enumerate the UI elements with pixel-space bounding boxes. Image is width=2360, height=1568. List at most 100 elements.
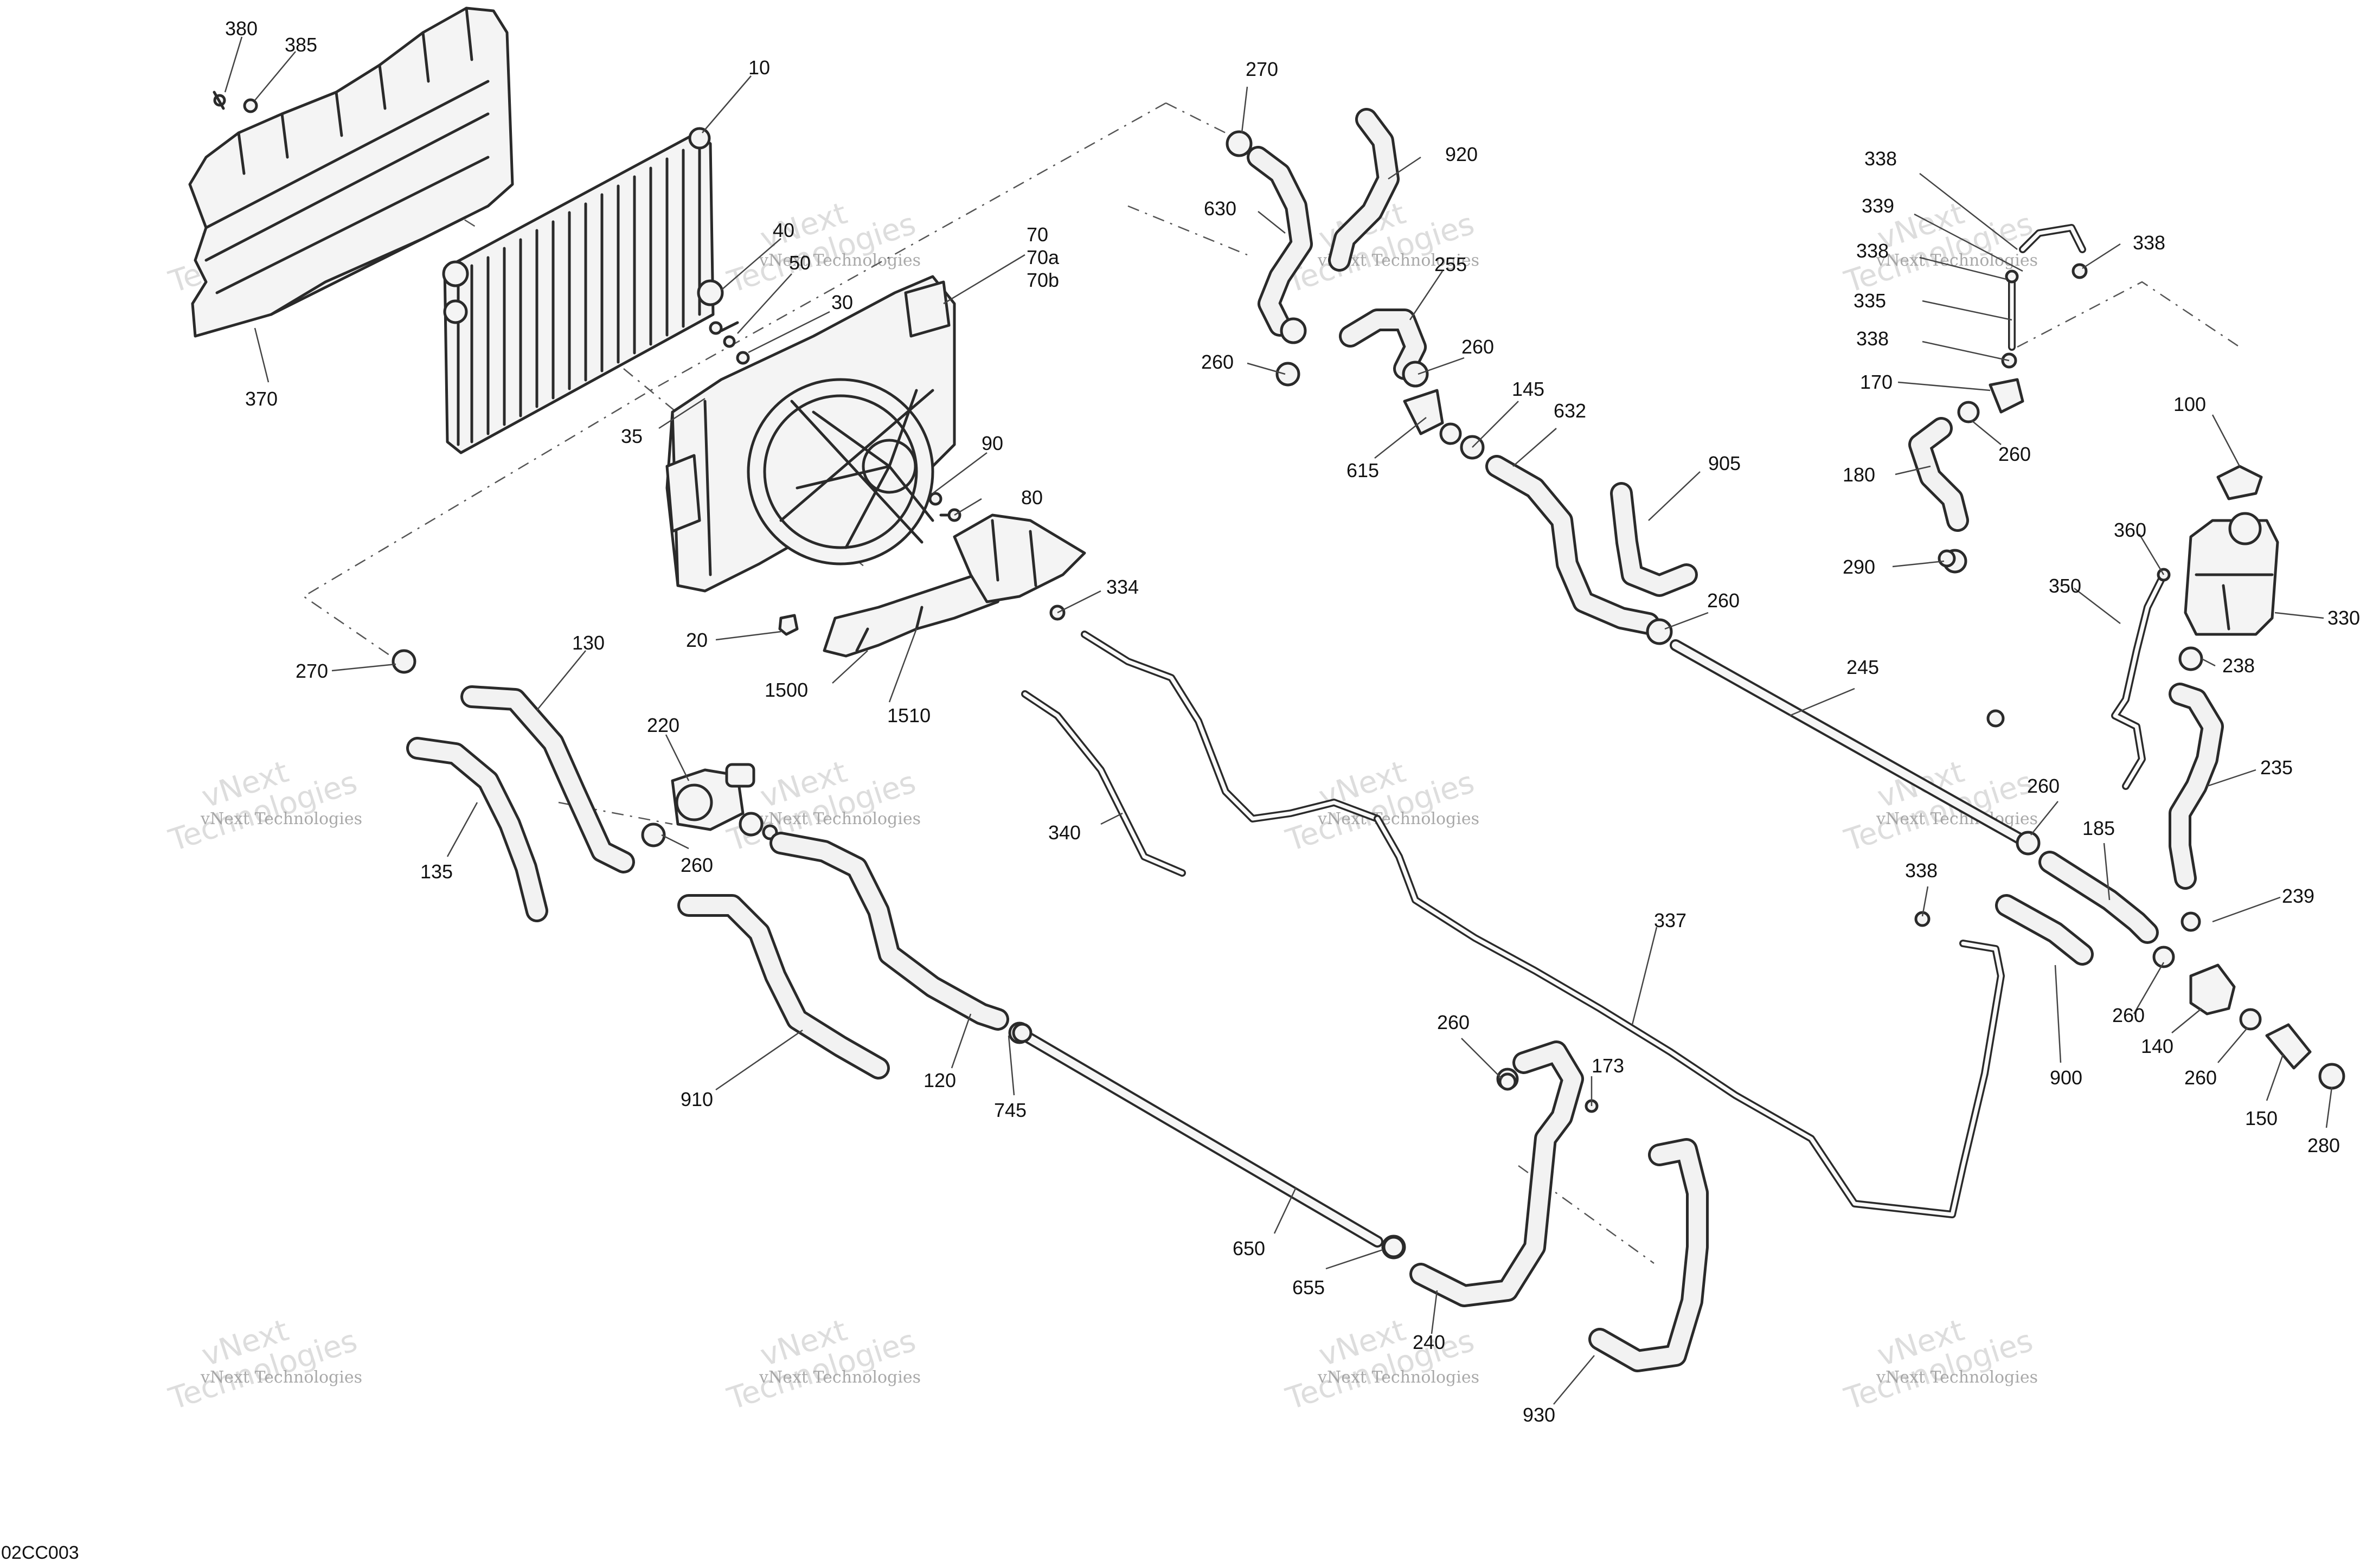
callout-905: 905 — [1708, 452, 1741, 474]
svg-text:vNext Technologies: vNext Technologies — [200, 809, 362, 828]
callout-632: 632 — [1554, 400, 1586, 422]
callout-180: 180 — [1843, 464, 1875, 486]
pipe-245 — [1670, 639, 2041, 856]
callout-173: 173 — [1592, 1055, 1624, 1077]
callout-339: 339 — [1862, 195, 1894, 217]
callout-255: 255 — [1434, 253, 1467, 275]
callout-90: 90 — [982, 432, 1003, 454]
watermark-12: vNext Technologies vNext Technologies — [1840, 1313, 2038, 1417]
svg-text:vNext Technologies: vNext Technologies — [1876, 1368, 2038, 1387]
callout-40: 40 — [773, 219, 794, 241]
tube-337 — [1374, 815, 2005, 1218]
callout-260-f: 260 — [2112, 1004, 2145, 1026]
hose-135 — [406, 737, 548, 922]
tube-340 — [1021, 690, 1186, 877]
callout-338-e: 338 — [1905, 859, 1938, 882]
callout-745: 745 — [994, 1099, 1027, 1121]
callout-70: 70 — [1027, 223, 1048, 246]
hose-150 — [2265, 1023, 2345, 1090]
radiator-core — [442, 127, 724, 454]
callout-70a: 70a — [1027, 246, 1060, 268]
callout-340: 340 — [1048, 821, 1081, 844]
callout-260-h: 260 — [681, 854, 713, 876]
fan-assembly — [665, 275, 956, 593]
callout-270-left: 270 — [296, 660, 328, 682]
callout-245: 245 — [1846, 656, 1879, 678]
callout-170: 170 — [1860, 371, 1893, 393]
bracket-1500 — [823, 573, 1010, 658]
callout-80: 80 — [1021, 486, 1043, 509]
callout-1500: 1500 — [765, 679, 808, 701]
svg-text:vNext Technologies: vNext Technologies — [1876, 809, 2038, 828]
hose-900 — [1995, 894, 2094, 966]
watermark-5: vNext Technologies vNext Technologies — [164, 754, 362, 859]
callout-238: 238 — [2222, 654, 2255, 677]
tube-350 — [2111, 568, 2171, 790]
hose-910 — [677, 894, 890, 1079]
callout-290: 290 — [1843, 556, 1875, 578]
svg-text:vNext Technologies: vNext Technologies — [1317, 809, 1479, 828]
hose-930 — [1588, 1138, 1709, 1372]
callout-650: 650 — [1233, 1237, 1265, 1259]
callout-385: 385 — [285, 34, 317, 56]
callout-1510: 1510 — [887, 704, 931, 727]
svg-text:vNext Technologies: vNext Technologies — [759, 809, 921, 828]
watermark-2: vNext Technologies vNext Technologies — [723, 196, 921, 300]
callout-100: 100 — [2173, 393, 2206, 415]
callout-930: 930 — [1523, 1404, 1555, 1426]
callout-20: 20 — [686, 629, 708, 651]
hose-185 — [2038, 851, 2175, 968]
callout-260-c: 260 — [1707, 589, 1740, 612]
callout-239: 239 — [2282, 885, 2314, 907]
callout-260-b: 260 — [1461, 336, 1494, 358]
radiator-shroud — [188, 7, 514, 338]
callout-260-i: 260 — [1437, 1011, 1470, 1033]
svg-text:vNext Technologies: vNext Technologies — [1317, 1368, 1479, 1387]
hose-632 — [1485, 455, 1673, 645]
callout-920: 920 — [1445, 143, 1478, 165]
svg-text:vNext Technologies: vNext Technologies — [759, 251, 921, 270]
callout-900: 900 — [2050, 1066, 2082, 1089]
callout-70b: 70b — [1027, 269, 1059, 291]
callout-655: 655 — [1292, 1276, 1325, 1299]
callout-260-e: 260 — [2027, 775, 2060, 797]
callout-260-g: 260 — [2184, 1066, 2217, 1089]
leader-lines — [224, 36, 2333, 1405]
watermark-10: vNext Technologies vNext Technologies — [723, 1313, 921, 1417]
callout-35: 35 — [621, 425, 643, 447]
watermark-8: vNext Technologies vNext Technologies — [1840, 754, 2038, 859]
callout-630: 630 — [1204, 197, 1236, 220]
fitting-615 — [1403, 389, 1485, 460]
watermark-9: vNext Technologies vNext Technologies — [164, 1313, 362, 1417]
callout-615: 615 — [1346, 459, 1379, 481]
pipe-650 — [1008, 1021, 1406, 1259]
callout-270-top: 270 — [1246, 58, 1278, 80]
reservoir-330 — [2178, 465, 2279, 671]
callout-338-b: 338 — [2133, 232, 2165, 254]
hose-905 — [1610, 482, 1698, 597]
callout-334: 334 — [1106, 576, 1139, 598]
fitting-140 — [2189, 963, 2262, 1031]
watermark-11: vNext Technologies vNext Technologies — [1281, 1313, 1479, 1417]
callout-140: 140 — [2141, 1035, 2173, 1057]
callout-360: 360 — [2114, 519, 2146, 541]
callout-240: 240 — [1413, 1331, 1445, 1353]
callout-370: 370 — [245, 388, 278, 410]
clamps — [392, 549, 2005, 1258]
tube-334 — [1081, 631, 1381, 822]
callout-120: 120 — [924, 1069, 956, 1091]
svg-text:vNext Technologies: vNext Technologies — [200, 1368, 362, 1387]
callout-380: 380 — [225, 17, 258, 40]
callout-260-d: 260 — [1998, 443, 2031, 465]
hose-130 — [460, 685, 635, 873]
callout-337: 337 — [1654, 909, 1686, 931]
callout-220: 220 — [647, 714, 679, 736]
callout-350: 350 — [2049, 575, 2081, 597]
diagram-code: 02CC003 — [1, 1543, 79, 1563]
hose-630 — [1226, 130, 1313, 387]
callout-185: 185 — [2082, 817, 2115, 839]
callout-335: 335 — [1854, 290, 1886, 312]
callout-338-c: 338 — [1856, 240, 1889, 262]
thermostat-housing-220 — [641, 763, 778, 847]
callout-30: 30 — [831, 291, 853, 313]
